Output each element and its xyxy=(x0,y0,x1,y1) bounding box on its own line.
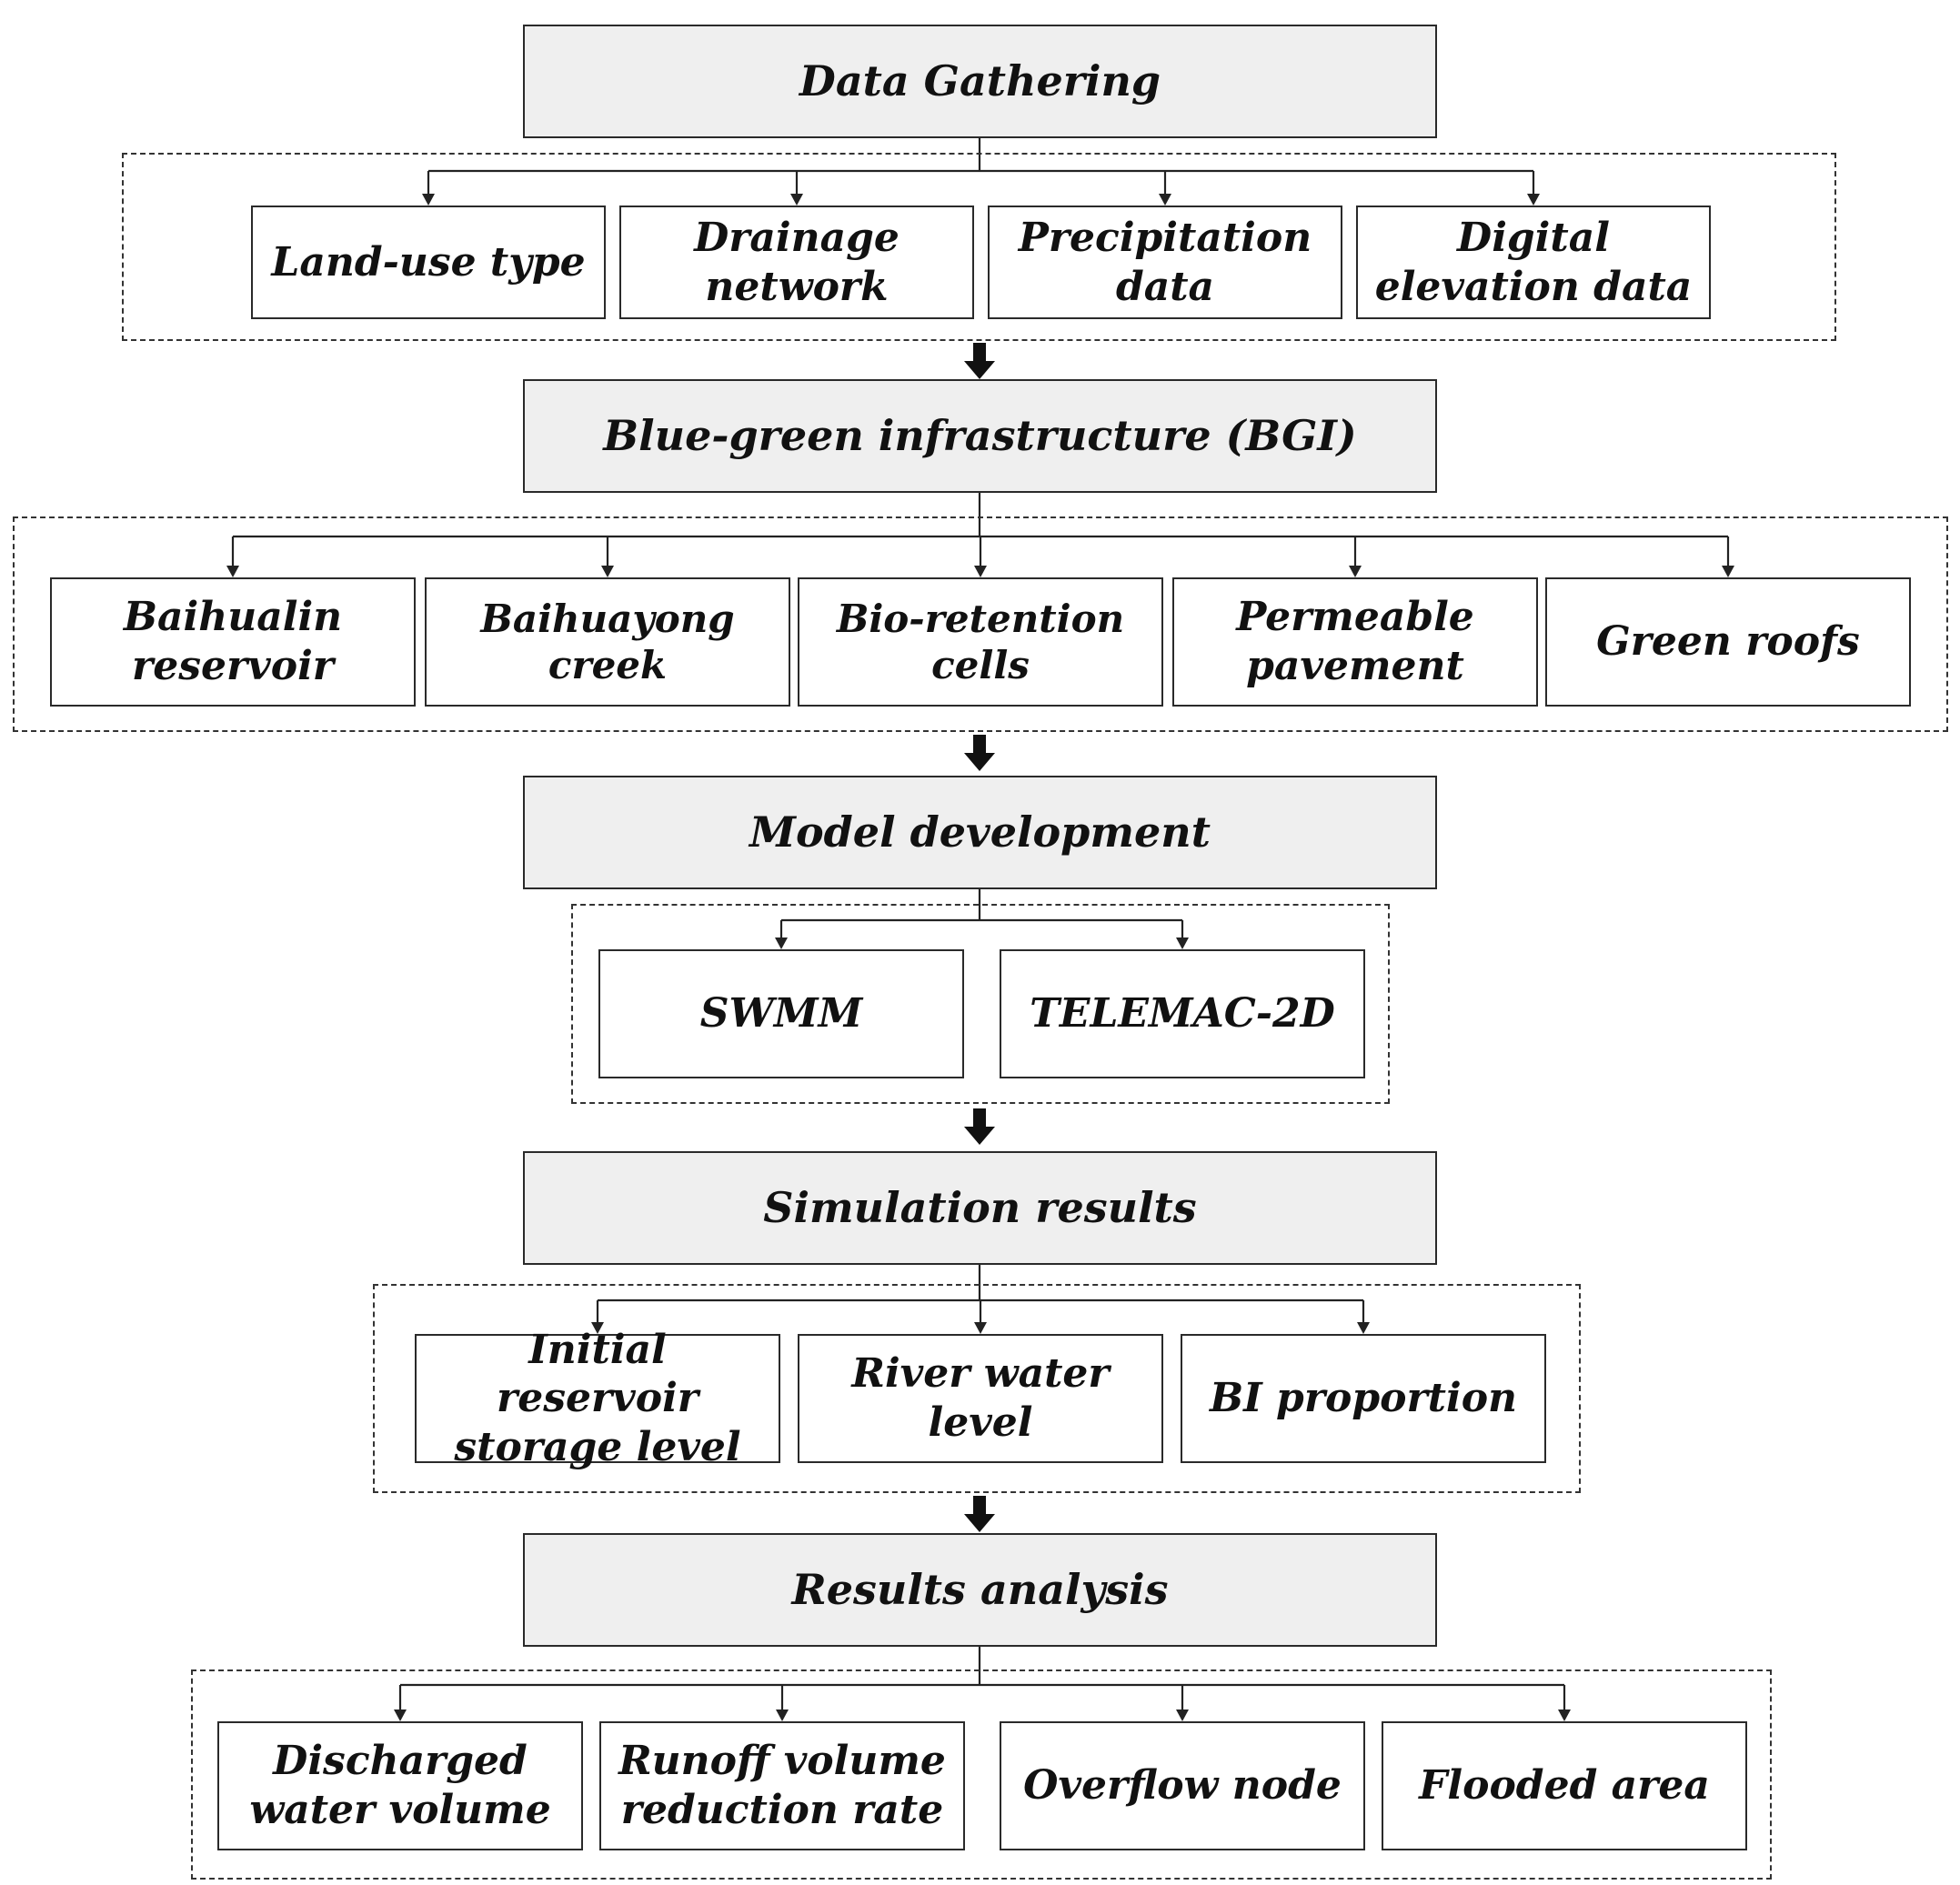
item-bio-retention-cells: Bio-retention cells xyxy=(798,577,1163,707)
stage-title-simulation-results: Simulation results xyxy=(523,1151,1437,1265)
results-analysis-group xyxy=(191,1669,1772,1880)
item-land-use-type: Land-use type xyxy=(251,206,606,319)
item-river-water-level: River water level xyxy=(798,1334,1163,1463)
branch-arrowhead xyxy=(1722,566,1734,577)
branch-arrowhead xyxy=(1176,937,1189,949)
bgi-group xyxy=(13,516,1948,732)
item-baihuayong-creek: Baihuayong creek xyxy=(425,577,790,707)
stage-title-results-analysis: Results analysis xyxy=(523,1533,1437,1647)
item-telemac-2d: TELEMAC-2D xyxy=(1000,949,1365,1078)
branch-arrowhead xyxy=(974,566,987,577)
simulation-results-group xyxy=(373,1284,1581,1493)
branch-arrowhead xyxy=(1176,1710,1189,1721)
branch-arrowhead xyxy=(1159,194,1171,206)
item-swmm: SWMM xyxy=(598,949,964,1078)
stage-transition-arrow xyxy=(964,735,995,771)
branch-arrowhead xyxy=(1357,1322,1370,1334)
branch-arrowhead xyxy=(1527,194,1540,206)
item-green-roofs: Green roofs xyxy=(1545,577,1911,707)
branch-arrowhead xyxy=(790,194,803,206)
stage-transition-arrow xyxy=(964,1496,995,1532)
item-discharged-water-volume: Discharged water volume xyxy=(217,1721,583,1850)
stage-transition-arrow xyxy=(964,1108,995,1145)
branch-arrowhead xyxy=(775,937,788,949)
item-flooded-area: Flooded area xyxy=(1382,1721,1747,1850)
item-digital-elevation-data: Digital elevation data xyxy=(1356,206,1711,319)
branch-arrowhead xyxy=(1349,566,1362,577)
branch-arrowhead xyxy=(422,194,435,206)
item-bi-proportion: BI proportion xyxy=(1181,1334,1546,1463)
branch-arrowhead xyxy=(394,1710,407,1721)
stage-title-bgi: Blue-green infrastructure (BGI) xyxy=(523,379,1437,493)
data-gathering-group xyxy=(122,153,1836,341)
item-initial-reservoir-storage-level: Initial reservoir storage level xyxy=(415,1327,780,1470)
item-precipitation-data: Precipitation data xyxy=(988,206,1342,319)
item-permeable-pavement: Permeable pavement xyxy=(1172,577,1538,707)
stage-transition-arrow xyxy=(964,343,995,379)
item-overflow-node: Overflow node xyxy=(1000,1721,1365,1850)
item-drainage-network: Drainage network xyxy=(619,206,974,319)
item-runoff-volume-reduction-rate: Runoff volume reduction rate xyxy=(599,1721,965,1850)
branch-arrowhead xyxy=(591,1322,604,1334)
branch-arrowhead xyxy=(1558,1710,1571,1721)
branch-arrowhead xyxy=(974,1322,987,1334)
branch-arrowhead xyxy=(601,566,614,577)
item-baihualin-reservoir: Baihualin reservoir xyxy=(50,577,416,707)
stage-title-model-development: Model development xyxy=(523,776,1437,889)
branch-arrowhead xyxy=(226,566,239,577)
branch-arrowhead xyxy=(776,1710,789,1721)
model-development-group xyxy=(571,904,1390,1104)
stage-title-data-gathering: Data Gathering xyxy=(523,25,1437,138)
